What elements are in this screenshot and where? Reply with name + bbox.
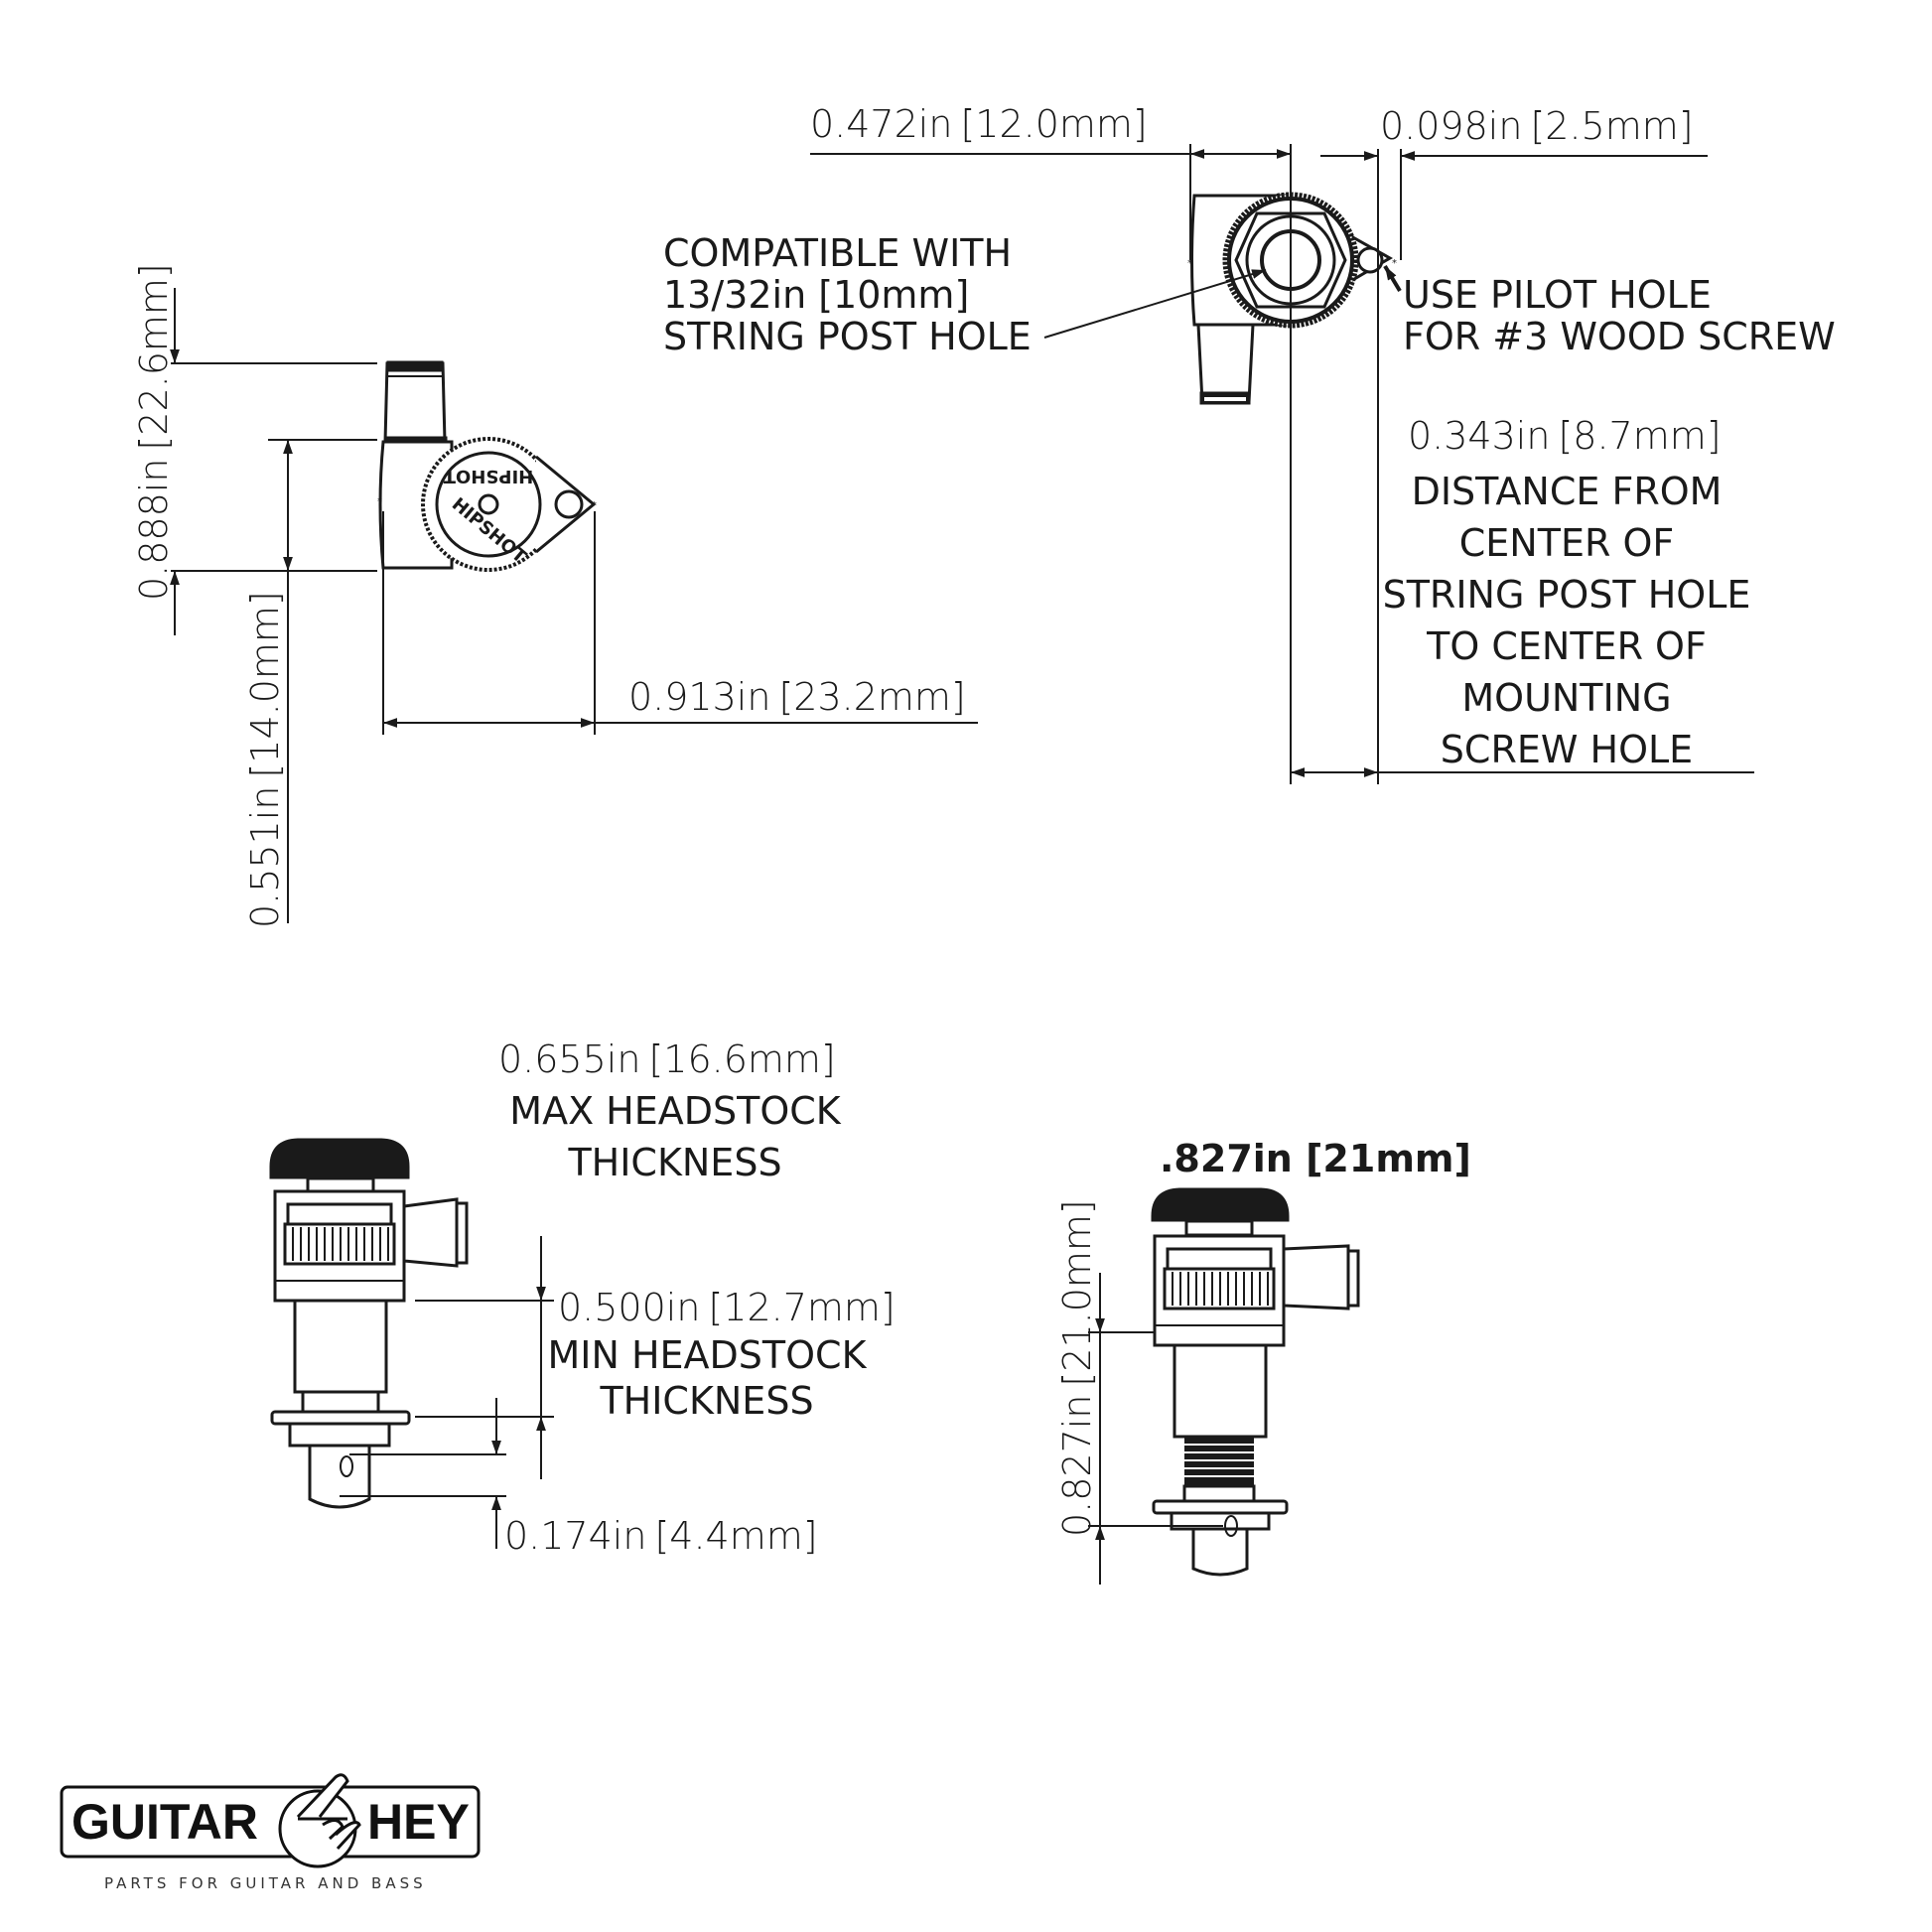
- svg-text:FOR #3 WOOD SCREW: FOR #3 WOOD SCREW: [1403, 315, 1836, 358]
- svg-text:DISTANCE FROM: DISTANCE FROM: [1412, 470, 1723, 513]
- dim-0472-label: 0.472in[12.0mm]: [810, 102, 1148, 146]
- svg-text:STRING POST HOLE: STRING POST HOLE: [663, 315, 1032, 358]
- dim-0551-label: 0.551in[14.0mm]: [243, 591, 287, 928]
- svg-text:USE PILOT HOLE: USE PILOT HOLE: [1403, 273, 1712, 317]
- dim-0827-label: 0.827in[21.0mm]: [1055, 1199, 1099, 1537]
- dim-0500-label: 0.500in[12.7mm]: [558, 1286, 896, 1329]
- view-title-827: .827in [21mm]: [1160, 1137, 1471, 1180]
- dimension-0472: 0.472in[12.0mm]: [810, 102, 1291, 159]
- front-view-right-part: [1151, 1187, 1360, 1577]
- dimension-0174: 0.174in[4.4mm]: [340, 1398, 818, 1558]
- guitarhey-logo: GUITAR HEY PARTS FOR GUITAR AND BASS: [60, 1773, 481, 1892]
- dimension-0551: 0.551in[14.0mm]: [243, 439, 377, 928]
- svg-text:TO CENTER OF: TO CENTER OF: [1426, 624, 1707, 668]
- svg-text:CENTER OF: CENTER OF: [1459, 521, 1674, 565]
- dimension-0500: 0.500in[12.7mm] MIN HEADSTOCK THICKNESS: [415, 1236, 896, 1479]
- dimension-0827: 0.827in[21.0mm]: [1055, 1199, 1223, 1585]
- note-pilot-hole: USE PILOT HOLE FOR #3 WOOD SCREW: [1383, 264, 1836, 358]
- dim-0888-label: 0.888in[22.6mm]: [132, 263, 176, 601]
- top-view-part: * *: [1187, 192, 1397, 405]
- svg-text:SCREW HOLE: SCREW HOLE: [1441, 728, 1693, 771]
- hipshot-mark: HIPSHOT: [443, 466, 533, 486]
- svg-text:STRING POST HOLE: STRING POST HOLE: [1383, 573, 1751, 617]
- front-view-left-part: [269, 1138, 469, 1509]
- svg-text:MAX HEADSTOCK: MAX HEADSTOCK: [509, 1089, 842, 1133]
- svg-text:COMPATIBLE WITH: COMPATIBLE WITH: [663, 231, 1012, 275]
- dim-0098-label: 0.098in[2.5mm]: [1380, 104, 1694, 148]
- svg-text:*: *: [1392, 258, 1397, 269]
- dimension-0343: 0.343in[8.7mm] DISTANCE FROM CENTER OF S…: [1291, 414, 1754, 777]
- dimension-0913: 0.913in[23.2mm]: [382, 511, 978, 735]
- dim-0655-label: 0.655in[16.6mm]: [498, 1037, 836, 1081]
- logo-tagline: PARTS FOR GUITAR AND BASS: [104, 1874, 427, 1892]
- dimension-0888: 0.888in[22.6mm]: [132, 263, 377, 635]
- svg-text:THICKNESS: THICKNESS: [567, 1141, 781, 1184]
- logo-text-right: HEY: [367, 1794, 470, 1850]
- side-view-part: HIPSHOT HIPSHOT * *: [377, 360, 597, 572]
- svg-text:THICKNESS: THICKNESS: [599, 1379, 813, 1423]
- svg-text:*: *: [592, 500, 597, 511]
- logo-text-left: GUITAR: [71, 1794, 258, 1850]
- rock-hand-icon: [278, 1773, 361, 1868]
- svg-text:MOUNTING: MOUNTING: [1461, 676, 1671, 720]
- dimension-0655: 0.655in[16.6mm] MAX HEADSTOCK THICKNESS: [498, 1037, 842, 1184]
- note-string-post-hole: COMPATIBLE WITH 13/32in [10mm] STRING PO…: [663, 231, 1267, 358]
- svg-text:13/32in [10mm]: 13/32in [10mm]: [663, 273, 969, 317]
- dim-0343-label: 0.343in[8.7mm]: [1408, 414, 1722, 458]
- dimension-0098: 0.098in[2.5mm]: [1320, 104, 1708, 161]
- svg-text:*: *: [377, 496, 382, 507]
- dim-0913-label: 0.913in[23.2mm]: [628, 675, 966, 719]
- dim-0174-label: 0.174in[4.4mm]: [504, 1514, 818, 1558]
- svg-text:MIN HEADSTOCK: MIN HEADSTOCK: [547, 1333, 867, 1377]
- svg-text:*: *: [1187, 258, 1192, 269]
